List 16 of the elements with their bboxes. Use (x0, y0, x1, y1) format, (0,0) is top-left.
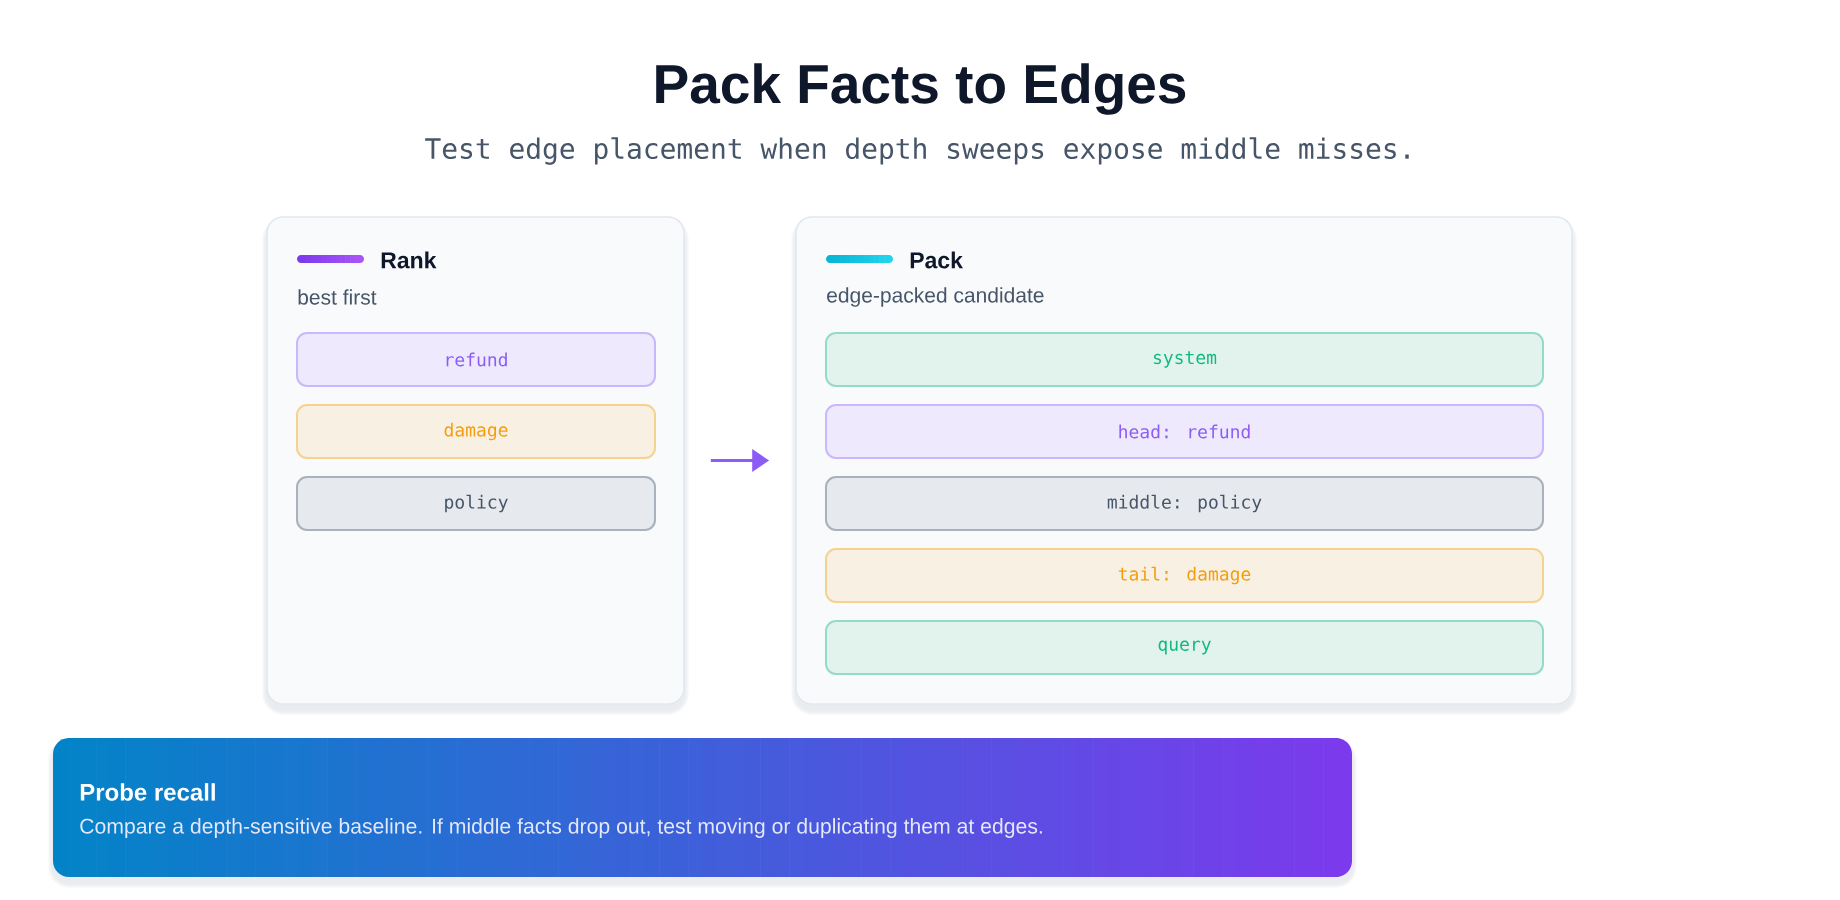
item-box: refund (296, 332, 656, 387)
item-box: head: refund (825, 404, 1544, 459)
card-subtitle: best first (298, 289, 377, 305)
item-box: tail: damage (825, 548, 1544, 603)
banner-text: Compare a depth-sensitive baseline. If middle facts drop out, test moving or duplicating them at edges. (80, 818, 1042, 838)
card-heading: Rank (381, 251, 437, 269)
item-box: query (825, 620, 1544, 675)
item-box: middle: policy (825, 476, 1544, 531)
card-heading: Pack (910, 251, 963, 269)
item-box: damage (296, 404, 656, 459)
subtitle: Test edge placement when depth sweeps expose middle misses. (425, 137, 1409, 165)
banner-heading: Probe recall (80, 783, 215, 801)
item-box: policy (296, 476, 656, 531)
item-box: system (825, 332, 1544, 387)
title: Pack Facts to Edges (656, 63, 1186, 115)
card-subtitle: edge-packed candidate (827, 287, 1044, 307)
